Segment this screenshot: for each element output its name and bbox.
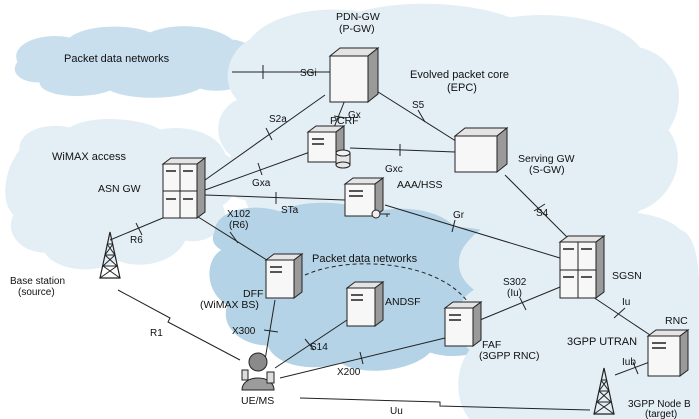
node-label-faf-line2: (3GPP RNC) [479,350,539,362]
link-pcrf-sgw-gxc [349,147,456,153]
node-label-pdn-gw-line2: (P-GW) [339,23,375,35]
region-label-packet-data-networks-top: Packet data networks [64,53,170,65]
node-label-base-station-line2: (source) [18,287,55,298]
server-icon-sgsn [558,235,606,299]
link-pdngw-asngw-s2a [204,94,326,181]
node-label-faf-line1: FAF [482,339,501,351]
antenna-icon-node-b [593,367,615,415]
link-asngw-dff-x102 [194,214,271,263]
link-faf-ue-x200 [279,337,446,379]
link-aaa-sgsn-gr [384,204,561,259]
node-label-node-b-line1: 3GPP Node B [628,399,691,410]
interface-ticks [135,65,639,375]
tick-s4 [533,203,546,212]
link-bs-ue-r1 [117,289,241,361]
interface-label-gr: Gr [453,210,465,221]
node-label-ue: UE/MS [241,395,274,407]
region-label-3gpp-utran: 3GPP UTRAN [567,336,637,348]
tick-gxa [257,162,263,176]
interface-label-x200: X200 [337,367,361,378]
node-label-dff-line1: DFF [243,288,263,300]
link-dff-ue-x300 [264,299,276,361]
link-pdngw-pcrf-gx [332,99,346,131]
interface-label-iu: Iu [622,297,630,308]
interface-label-x102-line1: X102 [227,209,251,220]
link-pcrf-asngw-gxa [204,151,311,191]
node-label-asn-gw: ASN GW [98,183,141,195]
tick-gx [333,115,347,119]
node-label-sgsn: SGSN [612,270,642,282]
tick-s2a [265,127,273,141]
link-pdngw-sgw-s5 [374,89,471,151]
server-icon-pdn-gw [328,46,380,104]
node-label-aaa-hss: AAA/HSS [397,179,443,191]
node-label-andsf: ANDSF [385,296,421,308]
node-label-serving-gw-line2: (S-GW) [529,164,565,176]
interface-label-s14: S14 [310,342,328,353]
tick-x102 [229,231,239,244]
server-icon-aaa-hss [343,177,385,217]
server-icon-serving-gw [453,126,509,174]
node-label-pcrf: PCRF [330,115,359,127]
link-asngw-aaa-sta [204,194,346,201]
interface-label-s302-line1: S302 [503,277,527,288]
interface-label-gxc: Gxc [385,164,403,175]
node-label-dff-line2: (WiMAX BS) [200,299,259,311]
server-icon-asn-gw [161,157,207,219]
node-label-serving-gw-line1: Serving GW [518,153,575,165]
link-sgsn-rnc-iu [589,294,651,336]
tick-gr [451,219,456,233]
interface-label-r1: R1 [150,328,163,339]
user-icon-ue [241,352,275,391]
tick-s5 [417,109,426,123]
interface-label-s4: S4 [536,208,549,219]
interface-label-sgi: SGi [300,68,317,79]
link-sgw-sgsn-s4 [504,174,571,241]
tick-x300 [263,329,279,333]
tick-x200 [359,351,364,365]
interface-label-iub: Iub [622,357,636,368]
link-ue-nodeb-uu [299,397,591,411]
interface-label-sta: STa [281,205,299,216]
interface-label-gxa: Gxa [252,178,271,189]
interface-label-r6: R6 [130,235,143,246]
server-icon-rnc [646,329,690,377]
region-label-wimax-access: WiMAX access [52,151,126,163]
node-label-node-b-line2: (target) [645,409,677,419]
cloud-evolved-packet-core [218,3,680,237]
server-icon-andsf [345,281,385,327]
database-icon-pcrf [335,149,351,169]
interface-label-s5: S5 [412,100,425,111]
tick-iub [632,361,639,375]
region-label-epc-line1: Evolved packet core [410,69,509,81]
tick-iu [613,307,626,319]
node-label-rnc: RNC [665,315,688,327]
region-label-epc-line2: (EPC) [447,82,477,94]
links [109,71,656,411]
interface-label-s302-line2: (Iu) [507,288,522,299]
interface-label-uu: Uu [390,406,403,417]
antenna-icon-base-station [99,231,121,279]
interface-label-x300: X300 [232,326,256,337]
tick-s14 [304,338,315,351]
interface-label-s2a: S2a [269,114,287,125]
server-icon-faf [443,301,483,347]
interface-label-x102-line2: (R6) [229,220,248,231]
tick-r6 [135,222,143,236]
region-label-packet-data-networks-center: Packet data networks [312,253,418,265]
link-andsf-ue-s14 [274,317,351,369]
tick-s302 [519,297,527,311]
link-asngw-bs-r6 [109,214,171,241]
server-icon-dff [264,253,304,299]
interface-label-gx: Gx [348,110,361,121]
node-label-pdn-gw-line1: PDN-GW [336,11,380,23]
node-label-base-station-line1: Base station [10,276,65,287]
key-icon-aaa-hss [371,209,390,219]
